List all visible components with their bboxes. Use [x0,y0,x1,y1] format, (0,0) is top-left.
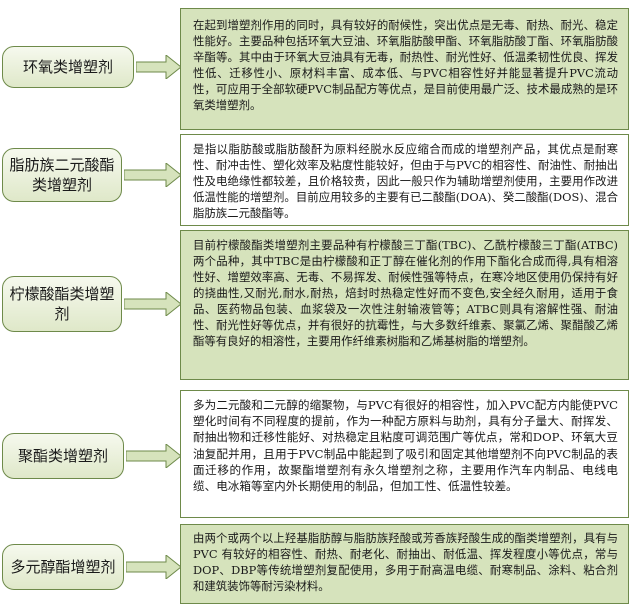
description-text: 由两个或两个以上羟基脂肪醇与脂肪族羟酸或芳香族羟酸生成的酯类增塑剂，具有与PVC… [193,531,618,593]
arrow-right-icon [136,55,182,79]
description-text: 多为二元酸和二元醇的缩聚物，与PVC有很好的相容性，加入PVC配方内能使PVC塑… [193,398,618,494]
category-label-text: 柠檬酸酯类增塑剂 [9,285,115,323]
category-label-citrate: 柠檬酸酯类增塑剂 [2,276,122,332]
arrow-right-icon [124,292,182,316]
category-label-text: 环氧类增塑剂 [22,58,113,76]
description-box-citrate: 目前柠檬酸酯类增塑剂主要品种有柠檬酸三丁酯(TBC)、乙酰柠檬酸三丁酯(ATBC… [180,230,629,380]
arrow-right-icon [124,163,182,187]
description-box-epoxy: 在起到增塑剂作用的同时，具有较好的耐候性，突出优点是无毒、耐热、耐光、稳定性能好… [180,8,629,130]
category-label-polyester: 聚酯类增塑剂 [2,433,124,479]
category-label-text: 聚酯类增塑剂 [17,447,108,465]
description-box-polyester: 多为二元酸和二元醇的缩聚物，与PVC有很好的相容性，加入PVC配方内能使PVC塑… [180,390,629,518]
arrow-right-icon [126,444,182,468]
category-label-text: 多元醇酯增塑剂 [10,558,116,576]
category-label-polyol: 多元醇酯增塑剂 [2,544,124,590]
category-label-epoxy: 环氧类增塑剂 [2,46,134,88]
arrow-right-icon [126,555,182,579]
category-label-text: 脂肪族二元酸酯类增塑剂 [9,156,115,194]
description-text: 目前柠檬酸酯类增塑剂主要品种有柠檬酸三丁酯(TBC)、乙酰柠檬酸三丁酯(ATBC… [193,238,618,348]
description-text: 在起到增塑剂作用的同时，具有较好的耐候性，突出优点是无毒、耐热、耐光、稳定性能好… [193,18,618,112]
description-text: 是指以脂肪酸或脂肪酸酐为原料经脱水反应缩合而成的增塑剂产品，其优点是耐寒性、耐冲… [193,142,618,220]
description-box-polyol: 由两个或两个以上羟基脂肪醇与脂肪族羟酸或芳香族羟酸生成的酯类增塑剂，具有与PVC… [180,524,629,604]
description-box-aliphatic: 是指以脂肪酸或脂肪酸酐为原料经脱水反应缩合而成的增塑剂产品，其优点是耐寒性、耐冲… [180,134,629,226]
category-label-aliphatic: 脂肪族二元酸酯类增塑剂 [2,148,122,202]
